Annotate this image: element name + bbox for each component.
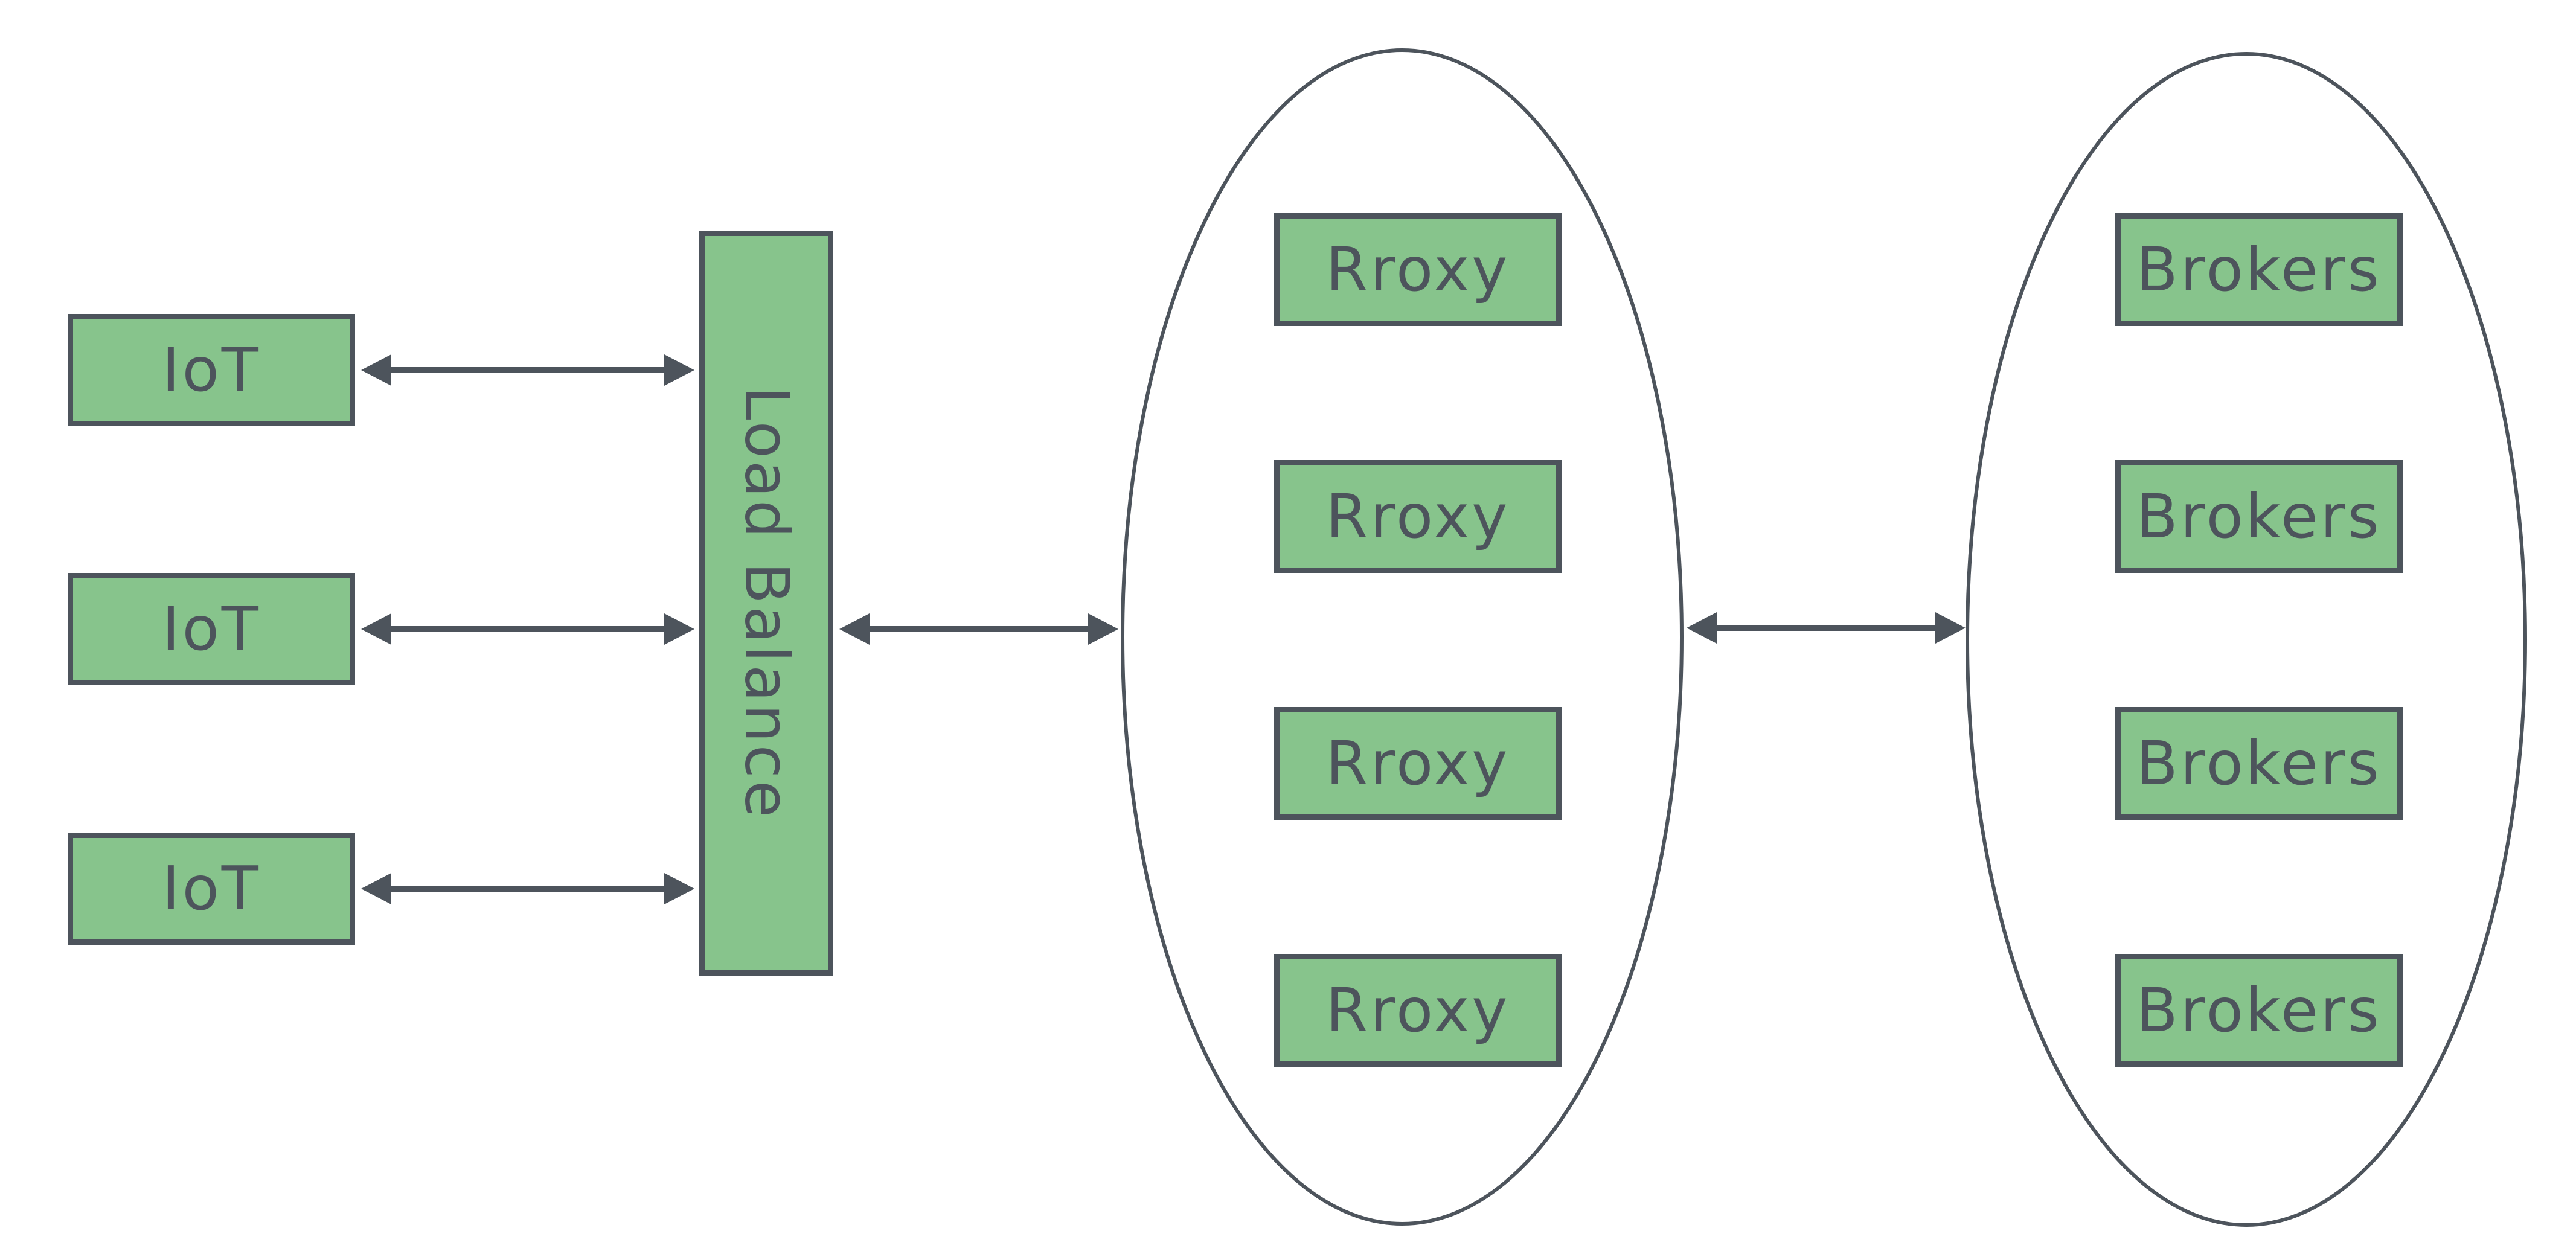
- arrow-iot2-loadbalance: [361, 613, 694, 645]
- broker-box-2-label: Brokers: [2136, 481, 2382, 552]
- proxy-box-1-label: Rroxy: [1325, 234, 1510, 305]
- arrow-iot3-loadbalance: [361, 873, 694, 904]
- broker-box-1-label: Brokers: [2136, 234, 2382, 305]
- iot-box-3-label: IoT: [162, 853, 261, 924]
- proxy-box-4-label: Rroxy: [1325, 974, 1510, 1046]
- load-balance-box: Load Balance: [699, 231, 833, 976]
- proxy-box-4: Rroxy: [1274, 954, 1562, 1067]
- broker-box-3-label: Brokers: [2136, 728, 2382, 799]
- proxy-box-2-label: Rroxy: [1325, 481, 1510, 552]
- broker-box-4: Brokers: [2115, 954, 2403, 1067]
- arrow-loadbalance-proxycluster: [839, 613, 1118, 645]
- broker-box-2: Brokers: [2115, 460, 2403, 573]
- iot-box-1-label: IoT: [162, 334, 261, 405]
- iot-box-3: IoT: [68, 833, 355, 945]
- proxy-box-3: Rroxy: [1274, 707, 1562, 820]
- proxy-box-3-label: Rroxy: [1325, 728, 1510, 799]
- broker-box-1: Brokers: [2115, 213, 2403, 326]
- iot-box-1: IoT: [68, 314, 355, 426]
- proxy-box-2: Rroxy: [1274, 460, 1562, 573]
- iot-box-2: IoT: [68, 573, 355, 685]
- arrow-proxycluster-brokercluster: [1687, 612, 1966, 644]
- proxy-cluster-ellipse: [1121, 48, 1684, 1226]
- proxy-box-1: Rroxy: [1274, 213, 1562, 326]
- broker-cluster-ellipse: [1966, 52, 2527, 1227]
- broker-box-4-label: Brokers: [2136, 974, 2382, 1046]
- load-balance-label: Load Balance: [731, 386, 803, 820]
- arrow-iot1-loadbalance: [361, 354, 694, 386]
- broker-box-3: Brokers: [2115, 707, 2403, 820]
- iot-box-2-label: IoT: [162, 593, 261, 664]
